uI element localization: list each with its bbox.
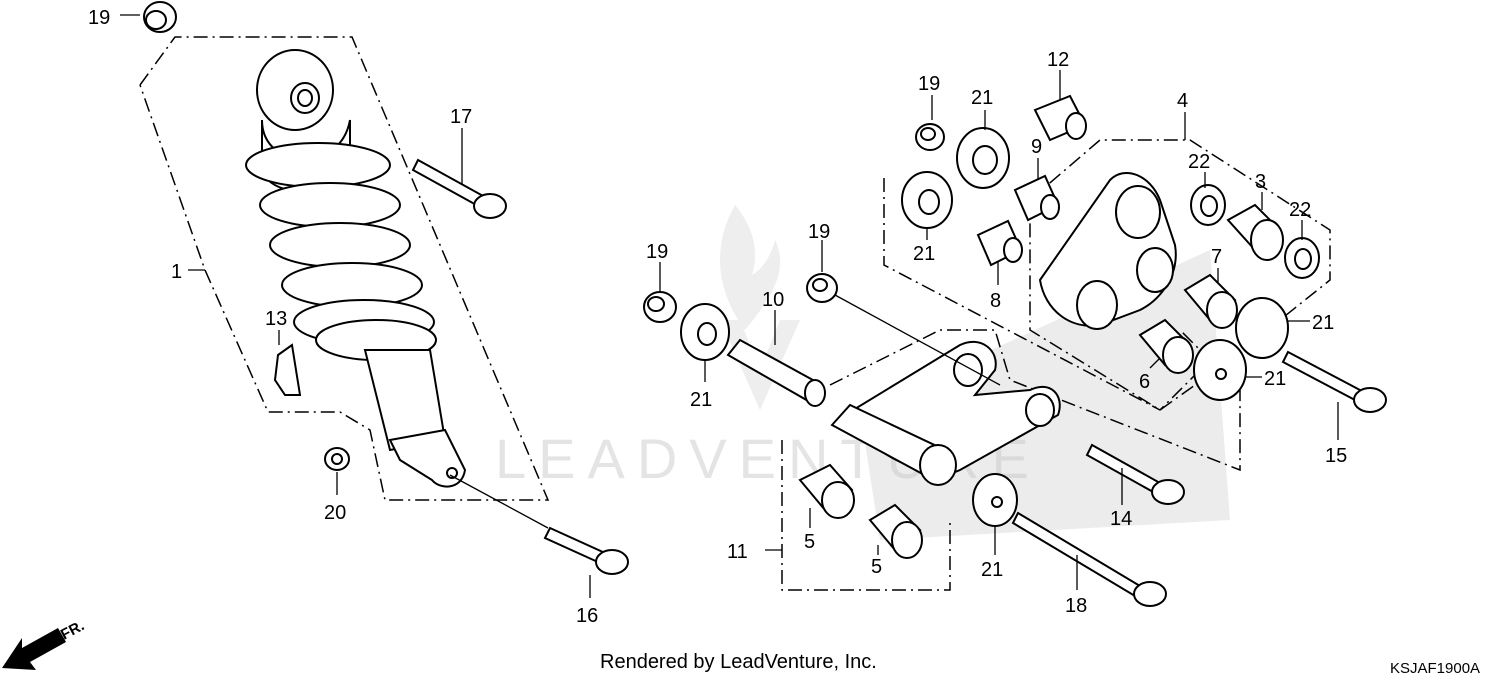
seal-22-right: [1284, 237, 1320, 279]
seal-21-bottom: [972, 473, 1018, 527]
callout-22b: 22: [1289, 199, 1311, 221]
callout-5a: 5: [804, 531, 815, 553]
diagram-code: KSJAF1900A: [1390, 660, 1480, 677]
callout-22a: 22: [1188, 151, 1210, 173]
callout-7: 7: [1211, 246, 1222, 268]
leader-lines: [120, 14, 1339, 598]
bushing-group-outline: [781, 440, 951, 591]
collar-10: [726, 338, 826, 407]
callout-4: 4: [1177, 90, 1188, 112]
arm-assembly-outline: [883, 178, 1201, 411]
shock-lever-4: [1038, 171, 1177, 330]
callout-21a: 21: [971, 87, 993, 109]
seal-21-upper-left: [901, 171, 953, 229]
callout-21b: 21: [913, 243, 935, 265]
callout-13: 13: [265, 308, 287, 330]
nut-19-left: [643, 291, 677, 323]
callout-19b: 19: [918, 73, 940, 95]
seal-21-right-upper: [1235, 297, 1289, 359]
collar-12: [1033, 94, 1087, 142]
nut-19-mid: [915, 123, 945, 151]
callout-19d: 19: [808, 221, 830, 243]
seal-22-left: [1190, 184, 1226, 226]
callout-6: 6: [1139, 371, 1150, 393]
callout-5b: 5: [871, 556, 882, 578]
callout-9: 9: [1031, 136, 1042, 158]
nut-19-center: [806, 273, 838, 303]
shock-assembly-outline: [139, 36, 550, 501]
callout-21f: 21: [981, 559, 1003, 581]
rear-shock-absorber: [245, 49, 467, 488]
callout-18: 18: [1065, 595, 1087, 617]
seal-21-right-lower: [1193, 339, 1247, 401]
bushing-5-lower: [868, 503, 923, 559]
callout-15: 15: [1325, 445, 1347, 467]
callout-labels: 19 17 1 13 20 16 19 21 12 9 4 22 3 22 21…: [88, 7, 1347, 627]
callout-14: 14: [1110, 508, 1132, 530]
nut-19-top: [143, 1, 177, 33]
callout-11: 11: [727, 541, 748, 563]
bushing-3: [1226, 203, 1284, 261]
callout-21e: 21: [1264, 368, 1286, 390]
caution-label-13: [273, 343, 302, 396]
seal-21-left: [680, 303, 730, 361]
callout-8: 8: [990, 290, 1001, 312]
seal-21-top: [956, 127, 1010, 189]
callout-12: 12: [1047, 49, 1069, 71]
bushing-5-upper: [798, 463, 855, 519]
cushion-arm-11: [830, 340, 1061, 486]
bolt-15: [1281, 350, 1387, 413]
callout-19a: 19: [88, 7, 110, 29]
render-credit: Rendered by LeadVenture, Inc.: [600, 651, 877, 673]
callout-20: 20: [324, 502, 346, 524]
watermark-flame-icon: [720, 205, 781, 330]
callout-21c: 21: [690, 389, 712, 411]
bushing-7: [1183, 273, 1238, 329]
lever-assembly-outline: [1029, 139, 1331, 411]
bolt-18: [1011, 511, 1167, 607]
bolt-17: [411, 158, 507, 219]
callout-10: 10: [762, 289, 784, 311]
callout-16: 16: [576, 605, 598, 627]
callout-1: 1: [171, 261, 182, 283]
collar-8: [976, 219, 1023, 267]
bolt-14: [1085, 443, 1185, 505]
callout-19c: 19: [646, 241, 668, 263]
front-arrow-icon: [2, 628, 66, 670]
callout-3: 3: [1255, 171, 1266, 193]
collar-9: [1013, 174, 1060, 222]
callout-21d: 21: [1312, 312, 1334, 334]
nut-20: [324, 447, 350, 471]
bolt-16: [543, 526, 629, 575]
callout-17: 17: [450, 106, 472, 128]
front-direction-indicator: FR.: [2, 617, 87, 670]
bushing-6: [1138, 318, 1194, 374]
